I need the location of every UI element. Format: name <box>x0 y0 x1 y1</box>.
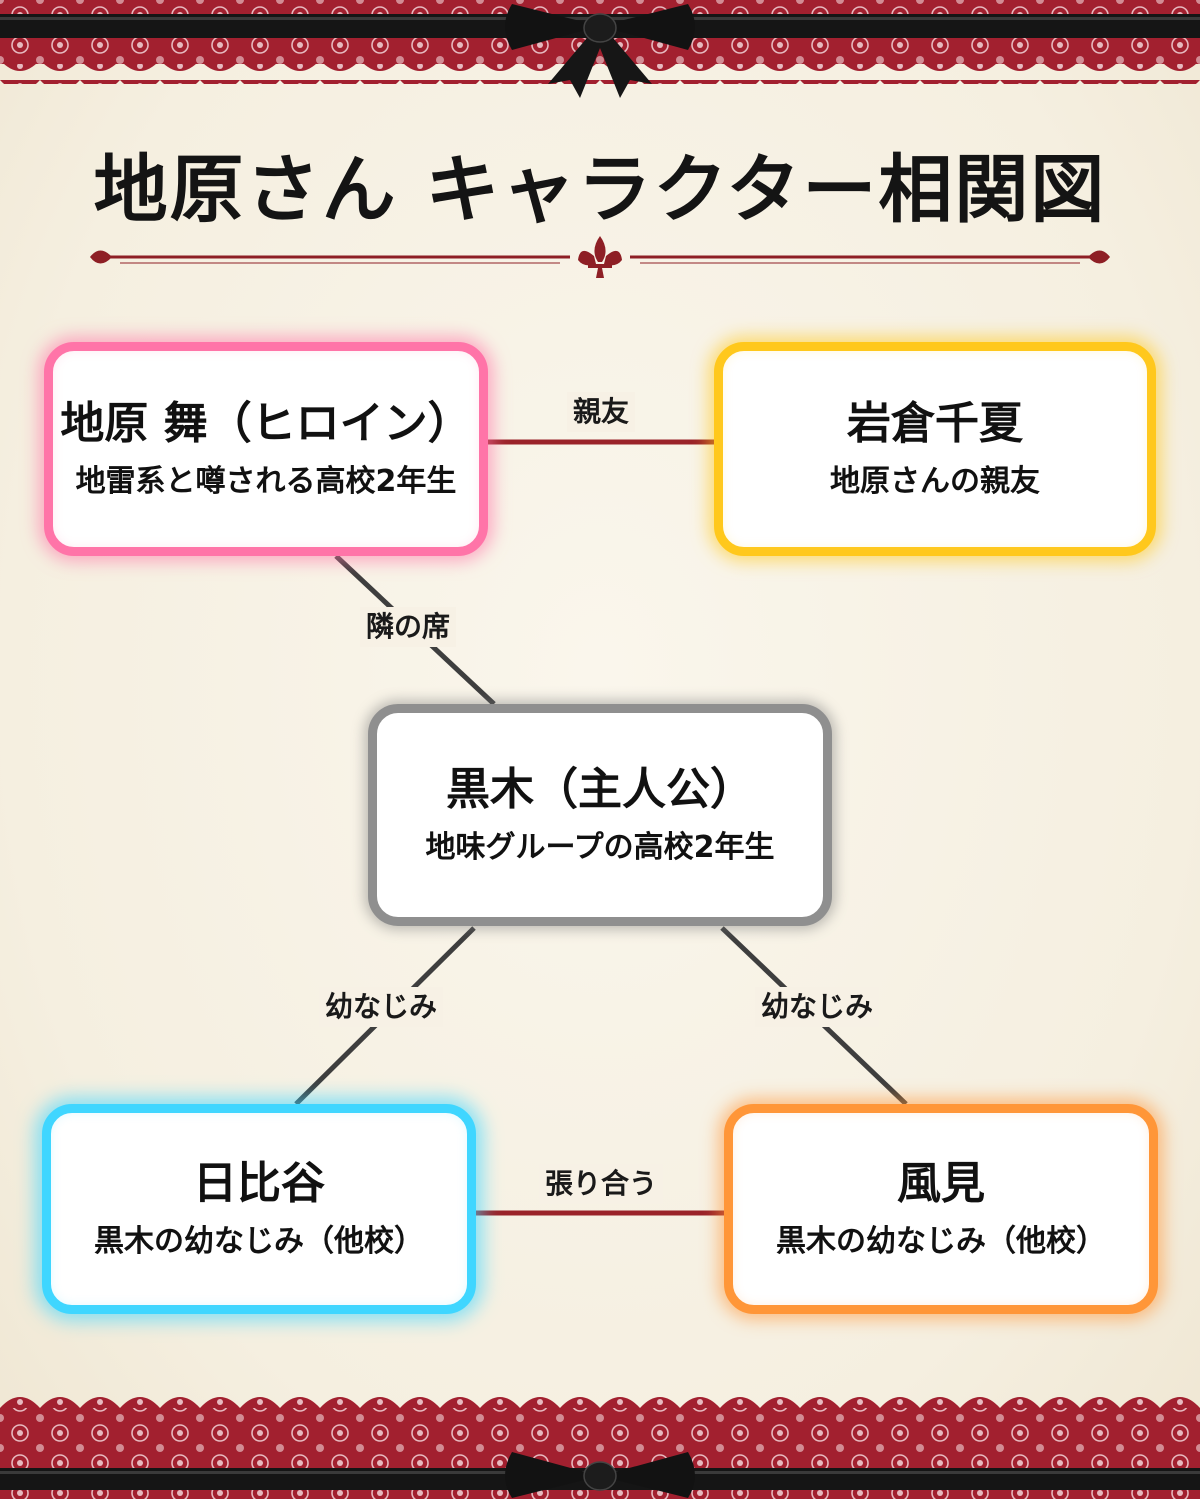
character-description: 黒木の幼なじみ（他校） <box>776 1224 1106 1259</box>
character-name: 岩倉千夏 <box>847 398 1023 449</box>
character-description: 地雷系と噂される高校2年生 <box>75 464 457 499</box>
relation-label-neighbor-seat: 隣の席 <box>359 607 457 647</box>
bottom-lace-border <box>0 1388 1200 1499</box>
bow-icon <box>505 1452 695 1498</box>
character-name: 風見 <box>897 1158 985 1209</box>
character-card-chika: 岩倉千夏 地原さんの親友 <box>714 342 1156 556</box>
relation-label-best-friend: 親友 <box>566 392 636 432</box>
page-title: 地原さん キャラクター相関図 <box>93 147 1107 233</box>
character-name: 地原 舞（ヒロイン） <box>60 398 472 449</box>
character-name: 黒木（主人公） <box>446 764 754 815</box>
character-card-hibiya: 日比谷 黒木の幼なじみ（他校） <box>42 1104 476 1314</box>
relation-label-childhood-friend-left: 幼なじみ <box>318 987 444 1027</box>
bow-icon <box>505 4 695 98</box>
character-description: 地原さんの親友 <box>830 464 1040 499</box>
relation-label-childhood-friend-right: 幼なじみ <box>754 987 880 1027</box>
fleur-de-lis-divider <box>90 236 1110 278</box>
character-description: 黒木の幼なじみ（他校） <box>94 1224 424 1259</box>
character-description: 地味グループの高校2年生 <box>425 830 775 865</box>
character-name: 日比谷 <box>193 1158 325 1209</box>
fleur-de-lis-icon <box>578 236 622 278</box>
top-lace-border <box>0 0 1200 100</box>
relation-label-rivalry: 張り合う <box>538 1164 664 1204</box>
character-card-kazami: 風見 黒木の幼なじみ（他校） <box>724 1104 1158 1314</box>
character-card-kuroki: 黒木（主人公） 地味グループの高校2年生 <box>368 704 832 926</box>
character-card-mai: 地原 舞（ヒロイン） 地雷系と噂される高校2年生 <box>44 342 488 556</box>
